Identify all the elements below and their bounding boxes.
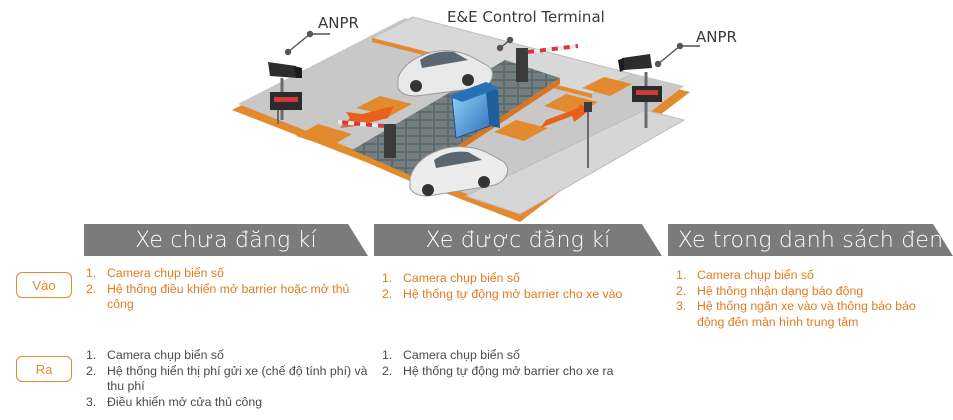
list-item: 2.Hệ thống hiển thị phí gửi xe (chế độ t… bbox=[86, 363, 368, 394]
barrier-icon bbox=[516, 44, 579, 82]
ra-unregistered-steps: 1.Camera chụp biển số 2.Hệ thống hiển th… bbox=[86, 348, 368, 410]
column-header-registered: Xe được đăng kí bbox=[374, 224, 662, 256]
list-item: 1.Camera chụp biển số bbox=[676, 268, 814, 282]
list-item: 1.Camera chụp biển số bbox=[86, 266, 224, 280]
sensor-post bbox=[584, 102, 592, 168]
vao-unregistered-steps: 1.Camera chụp biển số 2.Hệ thống điều kh… bbox=[86, 266, 368, 313]
car-icon bbox=[409, 146, 509, 197]
ra-registered-steps: 1.Camera chụp biển số 2.Hệ thống tự động… bbox=[382, 348, 672, 379]
list-item: 2.Hệ thống tự động mở barrier cho xe ra bbox=[382, 363, 614, 378]
display-board-icon bbox=[632, 86, 662, 102]
column-header-blacklist: Xe trong danh sách đen bbox=[668, 224, 953, 256]
parking-system-diagram bbox=[232, 16, 700, 222]
vao-registered-steps: 1.Camera chụp biển số 2.Hệ thống tự động… bbox=[382, 271, 644, 302]
car-icon bbox=[397, 50, 493, 97]
kiosk-icon bbox=[448, 82, 500, 139]
list-item: 3.Điều khiển mở cửa thủ công bbox=[86, 394, 263, 409]
row-label-vao: Vào bbox=[16, 272, 72, 298]
list-item: 2.Hệ thống tự động mở barrier cho xe vào bbox=[382, 286, 623, 301]
anpr-left-label: ANPR bbox=[318, 14, 359, 32]
row-label-ra: Ra bbox=[16, 356, 72, 382]
list-item: 1.Camera chụp biển số bbox=[382, 348, 520, 362]
terminal-label: E&E Control Terminal bbox=[447, 8, 605, 26]
list-item: 2.Hệ thông nhận dạng báo động bbox=[676, 283, 864, 298]
callout-lines bbox=[284, 30, 700, 68]
display-board-icon bbox=[270, 92, 302, 124]
column-header-unregistered: Xe chưa đăng kí bbox=[84, 224, 368, 256]
anpr-right-label: ANPR bbox=[696, 28, 737, 46]
barrier-icon bbox=[337, 120, 396, 158]
list-item: 3.Hệ thống ngăn xe vào và thông báo báo … bbox=[676, 299, 916, 329]
list-item: 1.Camera chụp biển số bbox=[382, 271, 520, 285]
list-item: 2.Hệ thống điều khiển mở barrier hoặc mở… bbox=[86, 281, 350, 312]
vao-blacklist-steps: 1.Camera chụp biển số 2.Hệ thông nhận dạ… bbox=[676, 268, 946, 330]
list-item: 1.Camera chụp biển số bbox=[86, 348, 224, 362]
